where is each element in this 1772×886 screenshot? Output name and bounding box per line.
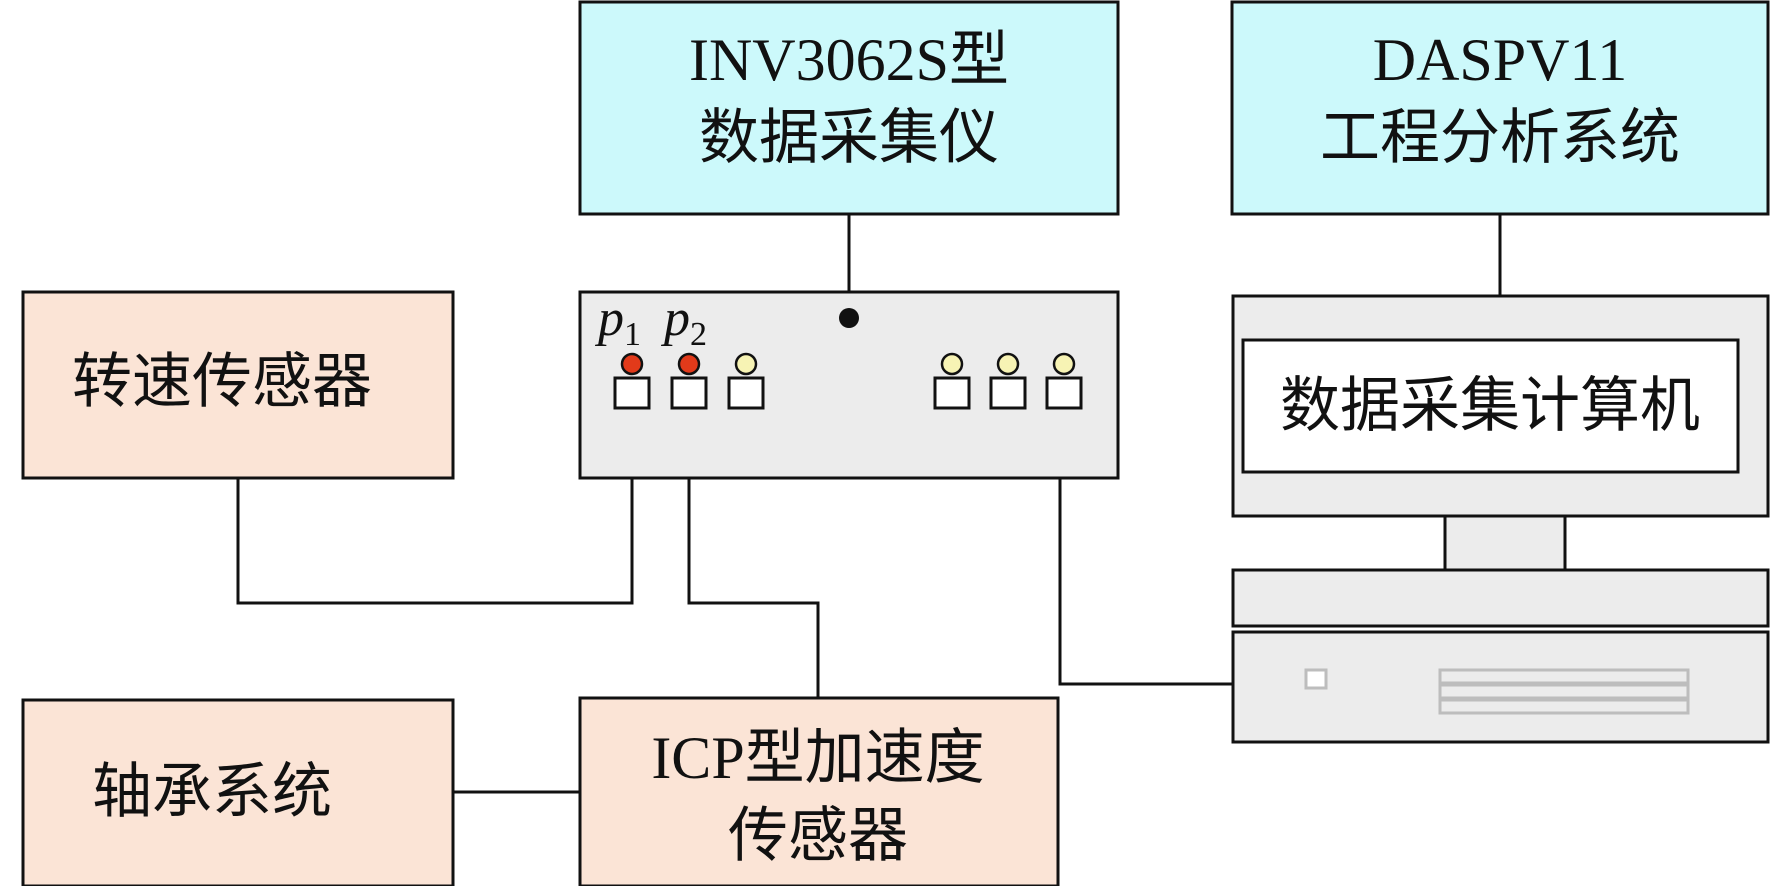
accelerometer-box: ICP型加速度 传感器 (578, 696, 1060, 886)
port-6 (1045, 376, 1083, 410)
connectors (236, 214, 1502, 794)
acquisition-instrument-line2: 数据采集仪 (699, 105, 999, 171)
accelerometer-line2: 传感器 (728, 803, 908, 869)
drive-slot-2 (1438, 683, 1690, 700)
acquisition-instrument-box: INV3062S型 数据采集仪 (578, 0, 1120, 216)
bearing-system-box: 轴承系统 (21, 698, 455, 886)
port-p1 (613, 376, 651, 410)
acquisition-device: p1 p2 (578, 290, 1120, 480)
analyzer-to-computer-line (1058, 478, 1233, 686)
analysis-system-line2: 工程分析系统 (1320, 105, 1680, 171)
speed-sensor-rect (21, 290, 455, 480)
accelerometer-line1: ICP型加速度 (651, 725, 984, 791)
monitor-screen (1241, 338, 1740, 474)
bearing-system-rect (21, 698, 455, 886)
speed-sensor-box: 转速传感器 (21, 290, 455, 480)
computer-screen-label: 数据采集计算机 (1280, 373, 1700, 439)
led-p1-red (620, 352, 644, 376)
led-5-yellow (996, 352, 1020, 376)
power-button (1304, 668, 1328, 690)
analysis-system-rect (1230, 0, 1770, 216)
led-6-yellow (1052, 352, 1076, 376)
led-3-yellow (734, 352, 758, 376)
monitor-stand (1443, 514, 1567, 572)
port-p2-label: p2 (660, 290, 707, 353)
port-p1-label: p1 (594, 290, 641, 353)
led-p2-red (677, 352, 701, 376)
speed-sensor-to-p1-line (236, 414, 634, 605)
computer: 数据采集计算机 (1231, 294, 1770, 744)
drive-slot-3 (1438, 698, 1690, 715)
bearing-system-label: 轴承系统 (92, 759, 332, 825)
analysis-system-line1: DASPV11 (1373, 27, 1628, 93)
port-5 (989, 376, 1027, 410)
led-4-yellow (940, 352, 964, 376)
accelerometer-rect (578, 696, 1060, 886)
port-4 (933, 376, 971, 410)
keyboard-slab (1231, 568, 1770, 628)
speed-sensor-label: 转速传感器 (72, 349, 372, 415)
analysis-system-box: DASPV11 工程分析系统 (1230, 0, 1770, 216)
port-p2 (670, 376, 708, 410)
connection-dot (839, 308, 859, 328)
accelerometer-to-p2-line (687, 414, 820, 698)
port-3 (727, 376, 765, 410)
acquisition-instrument-rect (578, 0, 1120, 216)
drive-slot-1 (1438, 668, 1690, 685)
acquisition-instrument-line1: INV3062S型 (689, 27, 1009, 93)
